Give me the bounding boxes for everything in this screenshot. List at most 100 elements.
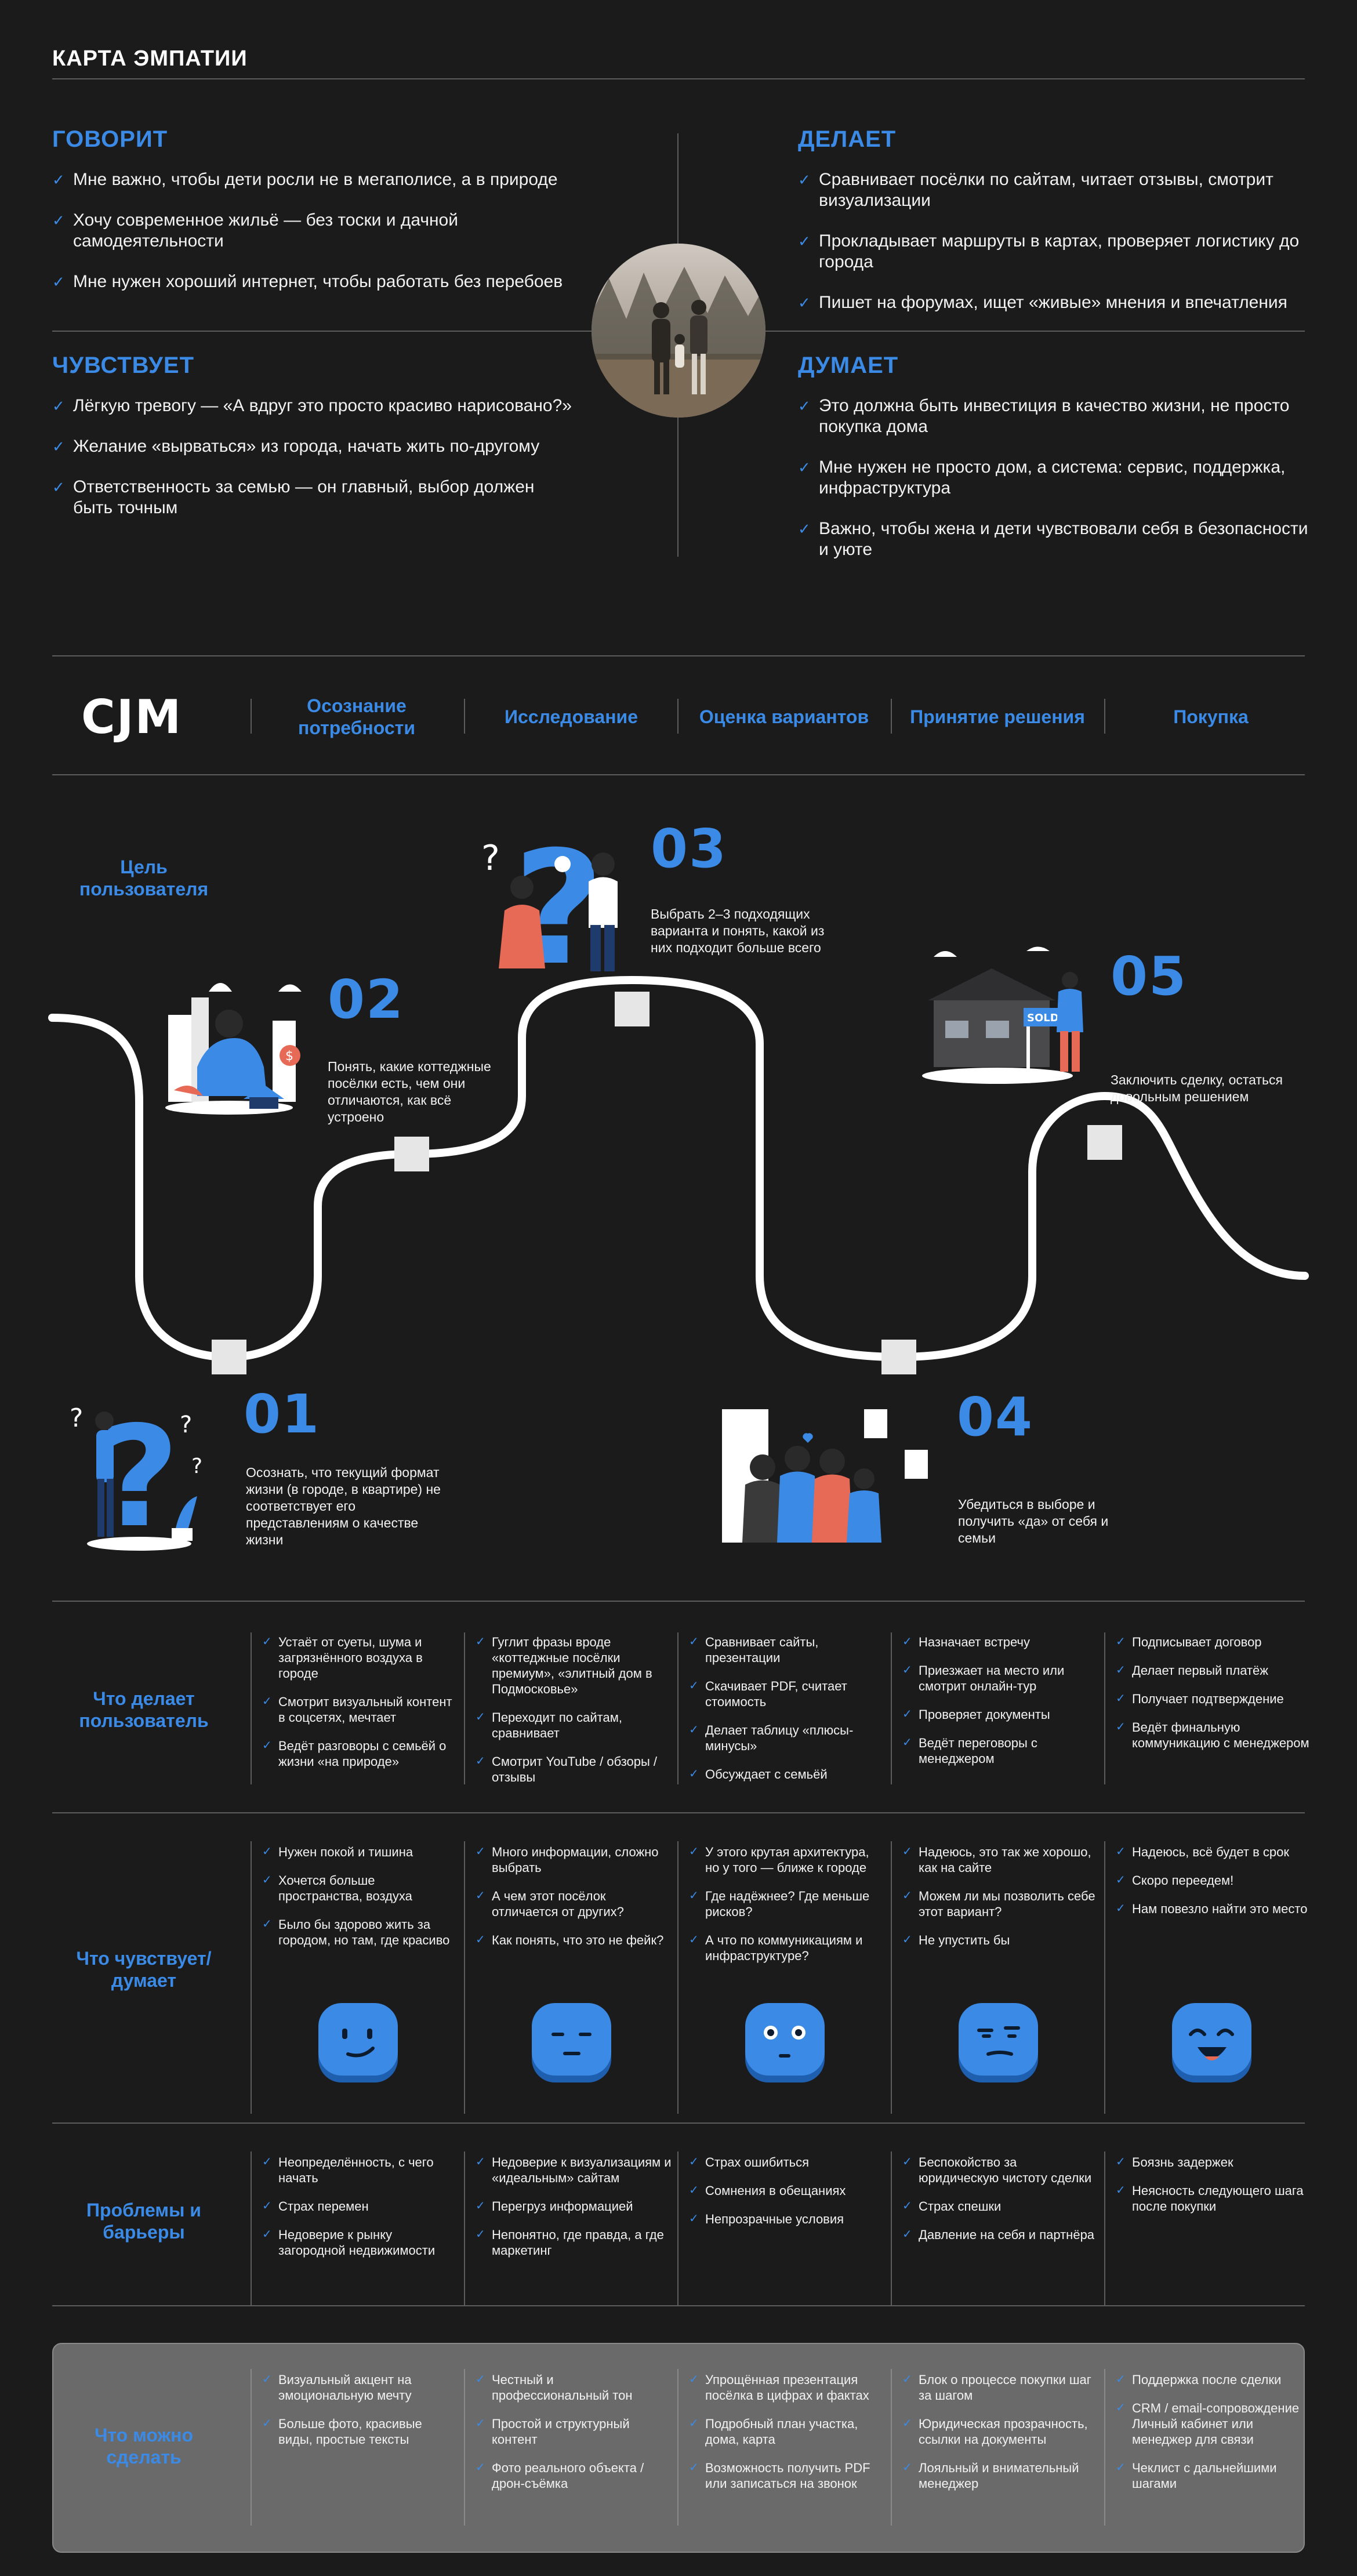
problems-col-2: Недоверие к визуализациям и «идеальным» … xyxy=(476,2154,673,2271)
does-col-3: Сравнивает сайты, презентации Скачивает … xyxy=(689,1634,886,1795)
column-separator xyxy=(464,1632,465,1784)
column-separator xyxy=(464,1841,465,2114)
list-item: Ведёт финальную коммуникацию с менеджеро… xyxy=(1116,1719,1313,1751)
row-label-problems: Проблемы и барьеры xyxy=(86,2200,201,2243)
list-item: Больше фото, красивые виды, простые текс… xyxy=(262,2416,459,2447)
column-separator xyxy=(464,2151,465,2305)
list-item: Назначает встречу xyxy=(902,1634,1100,1650)
feels-col-5: Надеюсь, всё будет в срок Скоро переедем… xyxy=(1116,1844,1313,1929)
list-item: Лёгкую тревогу — «А вдруг это просто кра… xyxy=(52,396,574,416)
path-node xyxy=(1087,1125,1122,1160)
list-item: У этого крутая архитектура, но у того — … xyxy=(689,1844,886,1875)
stage-research: Исследование xyxy=(505,706,638,727)
cjm-logo: CJM xyxy=(81,690,183,744)
quadrant-divider-right xyxy=(765,331,1305,332)
column-separator xyxy=(251,2369,252,2526)
list-item: Делает первый платёж xyxy=(1116,1663,1313,1678)
neutral-face-icon xyxy=(532,2003,611,2082)
list-item: Где надёжнее? Где меньше рисков? xyxy=(689,1888,886,1920)
says-title: ГОВОРИТ xyxy=(52,126,168,152)
list-item: Подписывает договор xyxy=(1116,1634,1313,1650)
list-item: Можем ли мы позволить себе этот вариант? xyxy=(902,1888,1100,1920)
list-item: Приезжает на место или смотрит онлайн-ту… xyxy=(902,1663,1100,1694)
list-item: Мне нужен хороший интернет, чтобы работа… xyxy=(52,271,609,292)
svg-text:?: ? xyxy=(180,1412,192,1438)
step-number-05: 05 xyxy=(1111,945,1188,1007)
todo-col-2: Честный и профессиональный тон Простой и… xyxy=(476,2372,673,2504)
list-item: Страх ошибиться xyxy=(689,2154,886,2170)
divider xyxy=(52,2123,1305,2124)
divider xyxy=(52,78,1305,79)
says-list: Мне важно, чтобы дети росли не в мегапол… xyxy=(52,169,609,312)
thinks-list: Это должна быть инвестиция в качество жи… xyxy=(798,396,1308,580)
step-description-01: Осознать, что текущий формат жизни (в го… xyxy=(246,1465,441,1547)
list-item: Давление на себя и партнёра xyxy=(902,2227,1100,2243)
list-item: Это должна быть инвестиция в качество жи… xyxy=(798,396,1308,437)
list-item: Поддержка после сделки xyxy=(1116,2372,1313,2388)
column-separator xyxy=(891,2369,892,2526)
column-separator xyxy=(251,1841,252,2114)
purchase-house-illustration: SOLD xyxy=(922,946,1083,1084)
column-separator xyxy=(1104,2369,1105,2526)
path-node xyxy=(394,1137,429,1171)
feels-col-3: У этого крутая архитектура, но у того — … xyxy=(689,1844,886,1976)
stage-decision: Принятие решения xyxy=(910,706,1085,727)
todo-col-4: Блок о процессе покупки шаг за шагом Юри… xyxy=(902,2372,1100,2504)
svg-text:?: ? xyxy=(481,838,500,879)
list-item: Недоверие к визуализациям и «идеальным» … xyxy=(476,2154,673,2186)
smirk-face-icon xyxy=(318,2003,398,2082)
list-item: Непрозрачные условия xyxy=(689,2211,886,2227)
list-item: Юридическая прозрачность, ссылки на доку… xyxy=(902,2416,1100,2447)
list-item: Переходит по сайтам, сравнивает xyxy=(476,1710,673,1741)
path-node xyxy=(615,992,650,1026)
thinks-title: ДУМАЕТ xyxy=(798,353,899,378)
goal-label: Цель пользователя xyxy=(79,857,209,899)
step-description-05: Заключить сделку, остаться довольным реш… xyxy=(1111,1072,1283,1104)
stage-separator xyxy=(677,699,679,734)
evaluation-people-illustration: ? ? xyxy=(481,823,618,974)
feels-list: Лёгкую тревогу — «А вдруг это просто кра… xyxy=(52,396,574,538)
stage-separator xyxy=(251,699,252,734)
svg-text:?: ? xyxy=(70,1403,83,1433)
list-item: Важно, чтобы жена и дети чувствовали себ… xyxy=(798,518,1308,560)
list-item: Проверяет документы xyxy=(902,1707,1100,1722)
list-item: Пишет на форумах, ищет «живые» мнения и … xyxy=(798,292,1308,313)
does-col-4: Назначает встречу Приезжает на место или… xyxy=(902,1634,1100,1779)
list-item: Неясность следующего шага после покупки xyxy=(1116,2183,1313,2214)
path-node xyxy=(881,1340,916,1374)
list-item: Страх спешки xyxy=(902,2198,1100,2214)
list-item: Скоро переедем! xyxy=(1116,1873,1313,1888)
step-description-03: Выбрать 2–3 подходящих варианта и понять… xyxy=(651,906,825,955)
list-item: Обсуждает с семьёй xyxy=(689,1766,886,1782)
stage-awareness: Осознание потребности xyxy=(297,695,416,738)
step-number-03: 03 xyxy=(651,818,728,880)
does-list: Сравнивает посёлки по сайтам, читает отз… xyxy=(798,169,1308,333)
does-title: ДЕЛАЕТ xyxy=(798,126,897,152)
column-separator xyxy=(677,1632,679,1784)
list-item: Боязнь задержек xyxy=(1116,2154,1313,2170)
list-item: Недоверие к рынку загородной недвижимост… xyxy=(262,2227,459,2258)
does-col-1: Устаёт от суеты, шума и загрязнённого во… xyxy=(262,1634,459,1782)
does-col-5: Подписывает договор Делает первый платёж… xyxy=(1116,1634,1313,1764)
column-separator xyxy=(1104,1841,1105,2114)
list-item: Надеюсь, это так же хорошо, как на сайте xyxy=(902,1844,1100,1875)
todo-col-3: Упрощённая презентация посёлка в цифрах … xyxy=(689,2372,886,2504)
list-item: Ответственность за семью — он главный, в… xyxy=(52,477,574,518)
list-item: Сравнивает сайты, презентации xyxy=(689,1634,886,1666)
todo-col-5: Поддержка после сделки CRM / email-сопро… xyxy=(1116,2372,1313,2504)
research-person-illustration: $ xyxy=(165,983,302,1115)
stage-separator xyxy=(891,699,892,734)
svg-text:?: ? xyxy=(191,1454,202,1478)
list-item: Сомнения в обещаниях xyxy=(689,2183,886,2198)
feels-col-1: Нужен покой и тишина Хочется больше прос… xyxy=(262,1844,459,1961)
column-separator xyxy=(891,2151,892,2305)
list-item: Хочется больше пространства, воздуха xyxy=(262,1873,459,1904)
list-item: CRM / email-сопровождение Личный кабинет… xyxy=(1116,2400,1313,2447)
list-item: Много информации, сложно выбрать xyxy=(476,1844,673,1875)
list-item: Нужен покой и тишина xyxy=(262,1844,459,1860)
problems-col-5: Боязнь задержек Неясность следующего шаг… xyxy=(1116,2154,1313,2227)
list-item: Желание «вырваться» из города, начать жи… xyxy=(52,436,574,457)
list-item: Подробный план участка, дома, карта xyxy=(689,2416,886,2447)
row-label-does: Что делает пользователь xyxy=(79,1688,209,1731)
list-item: Получает подтверждение xyxy=(1116,1691,1313,1707)
